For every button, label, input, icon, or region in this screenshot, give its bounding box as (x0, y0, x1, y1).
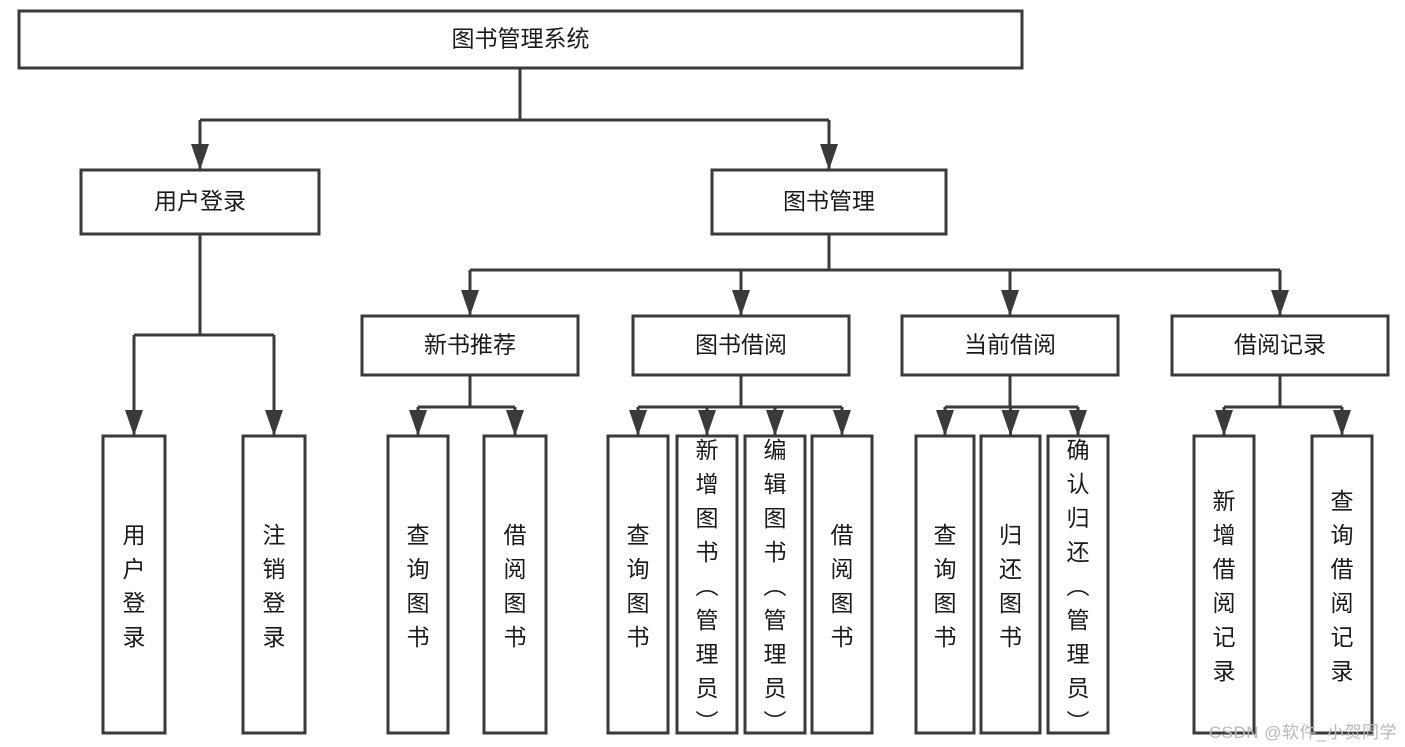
node-label: 查询图书 (627, 522, 650, 650)
arrow-head-icon (1001, 410, 1020, 436)
node-label: 用户登录 (123, 522, 146, 650)
node-box[interactable] (101, 434, 167, 735)
arrow-head-icon (125, 410, 143, 436)
arrow-head-icon (766, 410, 784, 436)
connector-layer (125, 68, 1351, 436)
node-box[interactable] (386, 434, 450, 735)
node-box[interactable] (1192, 434, 1256, 735)
node-leaf-record-add[interactable]: 新增借阅记录 (1192, 434, 1256, 735)
node-label: 确认归还︵管理员︶ (1067, 437, 1090, 735)
node-box[interactable] (1310, 434, 1374, 735)
node-leaf-borrow-query[interactable]: 查询图书 (606, 434, 670, 735)
node-root[interactable]: 图书管理系统 (17, 9, 1024, 70)
arrow-head-icon (506, 410, 524, 436)
node-box[interactable] (810, 434, 874, 735)
node-label: 当前借阅 (964, 332, 1056, 358)
node-box[interactable] (241, 434, 307, 735)
connector-group-login (125, 234, 283, 436)
node-label: 借阅图书 (831, 522, 854, 650)
node-leaf-record-query[interactable]: 查询借阅记录 (1310, 434, 1374, 735)
arrow-head-icon (461, 290, 479, 316)
node-label: 借阅记录 (1234, 332, 1326, 358)
connector-group-root (191, 68, 838, 170)
connector-group-borrow (629, 375, 851, 436)
arrow-head-icon (833, 410, 851, 436)
node-login[interactable]: 用户登录 (79, 168, 321, 236)
node-label: 新增借阅记录 (1213, 488, 1236, 684)
connector-group-bookmgmt (461, 234, 1289, 316)
node-box[interactable] (606, 434, 670, 735)
node-label: 查询图书 (407, 522, 430, 650)
node-box[interactable] (675, 434, 739, 735)
node-box[interactable] (743, 434, 807, 735)
node-newbook[interactable]: 新书推荐 (360, 314, 580, 377)
node-box[interactable] (979, 434, 1042, 735)
node-label: 图书管理系统 (452, 26, 590, 52)
node-label: 注销登录 (263, 522, 286, 650)
arrow-head-icon (1333, 410, 1351, 436)
node-box[interactable] (914, 434, 976, 735)
node-label: 查询图书 (934, 522, 957, 650)
node-leaf-current-return[interactable]: 归还图书 (979, 434, 1042, 735)
arrow-head-icon (698, 410, 716, 436)
node-box[interactable] (17, 9, 1024, 70)
node-box[interactable] (1046, 434, 1110, 735)
node-current[interactable]: 当前借阅 (900, 314, 1120, 377)
node-box[interactable] (79, 168, 321, 236)
node-label: 图书借阅 (695, 332, 787, 358)
node-label: 编辑图书︵管理员︶ (764, 437, 787, 735)
node-leaf-user-logout[interactable]: 注销登录 (241, 434, 307, 735)
arrow-head-icon (265, 410, 283, 436)
node-box[interactable] (900, 314, 1120, 377)
connector-group-current (936, 375, 1087, 436)
node-box[interactable] (482, 434, 548, 735)
node-label: 用户登录 (154, 188, 246, 214)
arrow-head-icon (936, 410, 954, 436)
node-label: 归还图书 (999, 522, 1022, 650)
node-label: 查询借阅记录 (1331, 488, 1354, 684)
node-box[interactable] (360, 314, 580, 377)
arrow-head-icon (1069, 410, 1087, 436)
node-label: 新增图书︵管理员︶ (696, 437, 719, 735)
arrow-head-icon (1271, 290, 1289, 316)
node-leaf-newbook-borrow[interactable]: 借阅图书 (482, 434, 548, 735)
arrow-head-icon (409, 410, 427, 436)
node-leaf-current-confirm[interactable]: 确认归还︵管理员︶ (1046, 434, 1110, 735)
node-leaf-borrow-add[interactable]: 新增图书︵管理员︶ (675, 434, 739, 735)
node-box[interactable] (710, 168, 948, 236)
connector-group-records (1215, 375, 1351, 436)
node-box[interactable] (631, 314, 851, 377)
node-leaf-borrow-edit[interactable]: 编辑图书︵管理员︶ (743, 434, 807, 735)
node-label: 图书管理 (783, 188, 875, 214)
connector-group-newbook (409, 375, 524, 436)
node-layer: 图书管理系统用户登录图书管理新书推荐图书借阅当前借阅借阅记录用户登录注销登录查询… (17, 9, 1390, 735)
arrow-head-icon (629, 410, 647, 436)
arrow-head-icon (191, 144, 209, 170)
node-bookmgmt[interactable]: 图书管理 (710, 168, 948, 236)
arrow-head-icon (732, 290, 750, 316)
node-borrow[interactable]: 图书借阅 (631, 314, 851, 377)
arrow-head-icon (1215, 410, 1233, 436)
node-label: 新书推荐 (424, 332, 516, 358)
arrow-head-icon (820, 144, 838, 170)
node-records[interactable]: 借阅记录 (1170, 314, 1390, 377)
node-leaf-newbook-query[interactable]: 查询图书 (386, 434, 450, 735)
node-leaf-borrow-do[interactable]: 借阅图书 (810, 434, 874, 735)
node-box[interactable] (1170, 314, 1390, 377)
node-label: 借阅图书 (504, 522, 527, 650)
node-leaf-user-login[interactable]: 用户登录 (101, 434, 167, 735)
node-leaf-current-query[interactable]: 查询图书 (914, 434, 976, 735)
arrow-head-icon (1001, 290, 1019, 316)
